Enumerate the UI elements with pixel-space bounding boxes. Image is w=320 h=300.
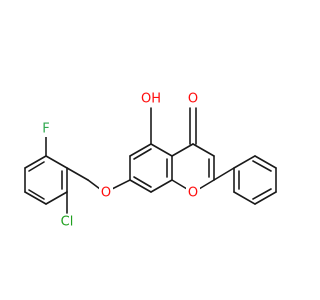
bond bbox=[252, 188, 272, 200]
bond bbox=[66, 167, 89, 181]
hydroxyl-label: OH bbox=[138, 91, 164, 107]
bond bbox=[24, 155, 47, 169]
bond bbox=[28, 189, 45, 200]
bond bbox=[192, 143, 215, 157]
bond bbox=[45, 191, 68, 205]
bond bbox=[129, 143, 152, 157]
bond bbox=[150, 143, 173, 157]
atom-labels: OH O O O F Cl bbox=[40, 91, 200, 230]
fluorine-label: F bbox=[40, 121, 52, 137]
hydroxyl-text: OH bbox=[141, 92, 161, 107]
bond bbox=[28, 161, 45, 172]
bonds bbox=[24, 107, 277, 214]
bond bbox=[133, 176, 152, 188]
bond bbox=[233, 191, 256, 205]
molecule-svg: OH O O O F Cl bbox=[24, 91, 277, 230]
bond bbox=[150, 179, 173, 193]
fluorine-text: F bbox=[42, 122, 49, 137]
bond bbox=[213, 167, 235, 181]
ring-oxygen-text: O bbox=[188, 186, 198, 201]
chlorine-label: Cl bbox=[58, 214, 76, 230]
ether-oxygen-text: O bbox=[101, 186, 111, 201]
bond bbox=[111, 179, 131, 190]
carbonyl-oxygen-text: O bbox=[188, 92, 198, 107]
bond bbox=[254, 155, 277, 169]
bond bbox=[45, 155, 68, 169]
chlorine-text: Cl bbox=[61, 215, 74, 230]
carbonyl-oxygen-label: O bbox=[186, 91, 200, 107]
bond bbox=[198, 179, 215, 190]
ring-oxygen-label: O bbox=[186, 185, 200, 201]
molecule-diagram: OH O O O F Cl bbox=[24, 91, 277, 230]
bond bbox=[254, 191, 277, 205]
bond bbox=[171, 143, 194, 157]
bond bbox=[133, 148, 152, 160]
bond bbox=[129, 179, 152, 193]
ether-oxygen-label: O bbox=[99, 185, 113, 201]
bond bbox=[233, 155, 256, 169]
bond bbox=[171, 179, 188, 190]
bond bbox=[24, 191, 47, 205]
bond bbox=[87, 179, 101, 190]
bond bbox=[252, 160, 272, 172]
